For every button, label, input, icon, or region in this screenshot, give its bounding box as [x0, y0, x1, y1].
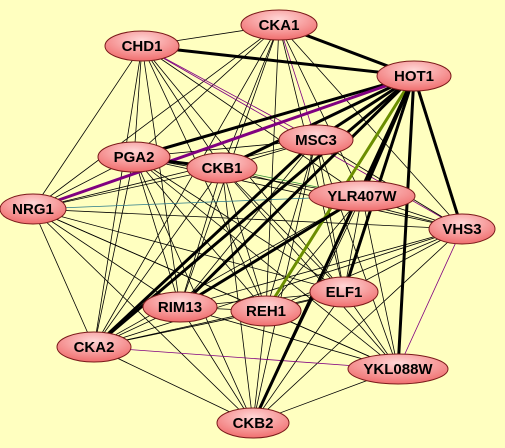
edge-vhs3-rim13: [179, 228, 463, 308]
edge-ckb1-rim13: [179, 167, 223, 308]
edge-ckb1-ckb2: [221, 167, 254, 424]
edge-msc3-rim13: [179, 139, 317, 308]
edge-hot1-chd1: [140, 44, 416, 78]
node-label: CKA2: [74, 339, 115, 356]
edge-chd1-nrg1: [32, 45, 143, 210]
node-label: YLR407W: [327, 188, 397, 205]
node-ellipse: [376, 60, 452, 92]
edge-cka2-ckb2: [93, 346, 254, 424]
edge-pga2-ckb2: [133, 156, 254, 424]
node-label: YKL088W: [363, 361, 433, 378]
node-ellipse: [309, 276, 379, 308]
node-label: MSC3: [295, 132, 337, 149]
node-label: CKA1: [259, 17, 300, 34]
node-hot1[interactable]: HOT1: [376, 60, 452, 92]
edge-vhs3-cka2: [93, 228, 463, 348]
edge-hot1-rim13: [178, 74, 416, 309]
node-reh1[interactable]: REH1: [230, 295, 302, 327]
node-cka2[interactable]: CKA2: [56, 331, 132, 363]
node-rim13[interactable]: RIM13: [142, 291, 218, 323]
edge-nrg1-ckb2: [32, 208, 254, 424]
edge-elf1-ckb2: [252, 291, 345, 424]
edge-chd1-cka2: [93, 45, 143, 348]
node-ellipse: [56, 331, 132, 363]
node-ellipse: [278, 124, 354, 156]
node-ellipse: [308, 180, 416, 212]
edge-hot1-ykl088w: [396, 74, 416, 371]
edge-hot1-ckb1: [220, 74, 416, 170]
node-label: VHS3: [442, 221, 481, 238]
edge-vhs3-ykl088w: [397, 228, 463, 370]
node-label: CKB2: [233, 415, 274, 432]
node-chd1[interactable]: CHD1: [104, 30, 180, 62]
edge-chd1-msc3: [141, 45, 317, 141]
edge-ylr407w-rim13: [178, 194, 364, 309]
edge-msc3-cka2: [92, 138, 318, 349]
node-label: ELF1: [326, 284, 363, 301]
node-label: HOT1: [394, 68, 434, 85]
node-label: CHD1: [122, 38, 163, 55]
edge-cka1-ckb1: [221, 24, 280, 169]
edge-msc3-nrg1: [32, 139, 317, 210]
edge-cka1-pga2: [133, 24, 280, 158]
node-ellipse: [186, 152, 258, 184]
edge-ckb1-reh1: [221, 167, 267, 312]
node-ellipse: [240, 9, 318, 41]
edge-reh1-ckb2: [252, 310, 267, 424]
node-ellipse: [0, 193, 67, 225]
node-cka1[interactable]: CKA1: [240, 9, 318, 41]
edge-ckb1-cka2: [93, 167, 223, 348]
node-ellipse: [428, 213, 496, 245]
node-ellipse: [104, 30, 180, 62]
edge-nrg1-cka2: [32, 208, 95, 348]
node-label: CKB1: [202, 160, 243, 177]
node-label: PGA2: [114, 149, 155, 166]
node-ellipse: [347, 353, 449, 385]
edge-vhs3-ckb2: [252, 228, 463, 424]
edge-hot1-ckb2: [251, 74, 416, 425]
node-ykl088w[interactable]: YKL088W: [347, 353, 449, 385]
node-nrg1[interactable]: NRG1: [0, 193, 67, 225]
node-ellipse: [216, 407, 290, 439]
edge-nrg1-vhs3: [32, 208, 463, 230]
node-elf1[interactable]: ELF1: [309, 276, 379, 308]
node-label: RIM13: [158, 299, 202, 316]
node-ellipse: [97, 141, 171, 173]
node-ckb1[interactable]: CKB1: [186, 152, 258, 184]
edge-cka2-ykl088w: [93, 346, 399, 370]
edge-cka1-ylr407w: [278, 24, 363, 197]
edge-msc3-reh1: [265, 139, 317, 312]
edge-pga2-ykl088w: [133, 156, 399, 370]
edge-hot1-pga2: [132, 74, 416, 159]
node-ellipse: [230, 295, 302, 327]
node-ellipse: [142, 291, 218, 323]
edge-ylr407w-nrg1: [32, 195, 363, 210]
node-ylr407w[interactable]: YLR407W: [308, 180, 416, 212]
edges-layer: [31, 23, 464, 425]
node-label: NRG1: [12, 201, 54, 218]
edge-elf1-cka2: [93, 291, 345, 348]
node-label: REH1: [246, 303, 286, 320]
node-msc3[interactable]: MSC3: [278, 124, 354, 156]
edge-cka1-reh1: [265, 24, 280, 312]
edge-ylr407w-cka2: [93, 195, 363, 348]
edge-cka1-vhs3: [278, 24, 463, 230]
edge-cka1-msc3: [278, 24, 317, 141]
edge-chd1-pga2: [133, 45, 143, 158]
edge-ylr407w-reh1: [265, 195, 363, 312]
edge-cka1-cka2: [93, 24, 280, 348]
edge-hot1-nrg1: [31, 74, 416, 211]
edge-chd1-rim13: [141, 45, 181, 308]
edge-ylr407w-elf1: [343, 195, 363, 293]
node-pga2[interactable]: PGA2: [97, 141, 171, 173]
node-ckb2[interactable]: CKB2: [216, 407, 290, 439]
edge-chd1-ylr407w: [141, 45, 363, 197]
edge-nrg1-elf1: [32, 208, 345, 293]
edge-hot1-vhs3: [412, 74, 464, 231]
edge-vhs3-reh1: [265, 228, 463, 312]
node-vhs3[interactable]: VHS3: [428, 213, 496, 245]
